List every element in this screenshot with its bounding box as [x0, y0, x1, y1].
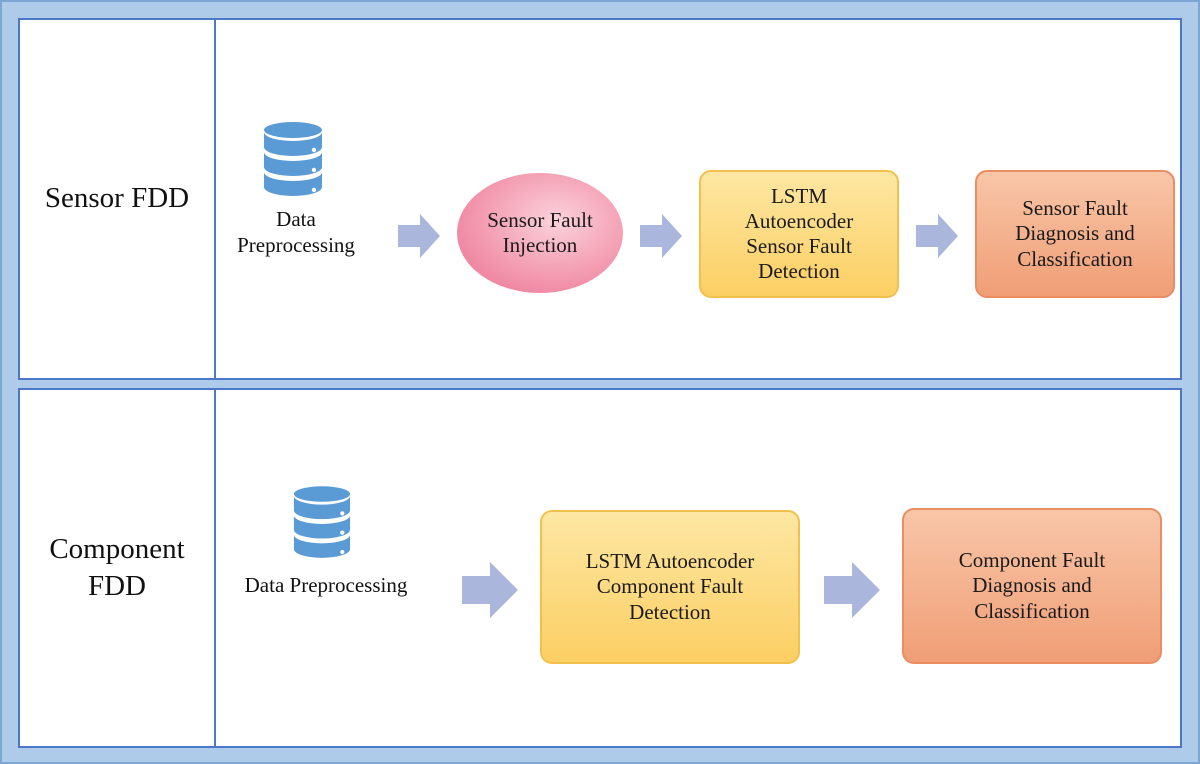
- sensor-diagnosis-node: Sensor Fault Diagnosis and Classificatio…: [975, 170, 1175, 298]
- node-label: Sensor Fault Diagnosis and Classificatio…: [1015, 196, 1135, 271]
- row-label-cell: Sensor FDD: [20, 20, 216, 378]
- sensor-fdd-panel: Sensor FDD Data Preprocessing Sensor Fau…: [18, 18, 1182, 380]
- arrow-right-icon: [640, 214, 682, 258]
- arrow-right-icon: [462, 562, 518, 618]
- lstm-sensor-detection-node: LSTM Autoencoder Sensor Fault Detection: [699, 170, 899, 298]
- row-label-sensor-fdd: Sensor FDD: [44, 182, 190, 215]
- database-icon: [264, 122, 322, 196]
- database-icon: [293, 486, 351, 558]
- lstm-component-detection-node: LSTM Autoencoder Component Fault Detecti…: [540, 510, 800, 664]
- node-label: LSTM Autoencoder Component Fault Detecti…: [585, 549, 755, 624]
- data-preprocessing-caption: Data Preprocessing: [244, 573, 408, 597]
- arrow-right-icon: [824, 562, 880, 618]
- component-fdd-panel: Component FDD Data Preprocessing LSTM Au…: [18, 388, 1182, 748]
- arrow-right-icon: [916, 214, 958, 258]
- node-label: Component Fault Diagnosis and Classifica…: [958, 548, 1106, 623]
- arrow-right-icon: [398, 214, 440, 258]
- row-label-cell: Component FDD: [20, 390, 216, 746]
- row-label-component-fdd: Component FDD: [49, 532, 185, 602]
- node-label: LSTM Autoencoder Sensor Fault Detection: [744, 183, 854, 284]
- node-label: Sensor Fault Injection: [487, 207, 593, 257]
- component-diagnosis-node: Component Fault Diagnosis and Classifica…: [902, 508, 1162, 664]
- data-preprocessing-caption: Data Preprocessing: [237, 207, 355, 258]
- sensor-fault-injection-node: Sensor Fault Injection: [457, 173, 623, 293]
